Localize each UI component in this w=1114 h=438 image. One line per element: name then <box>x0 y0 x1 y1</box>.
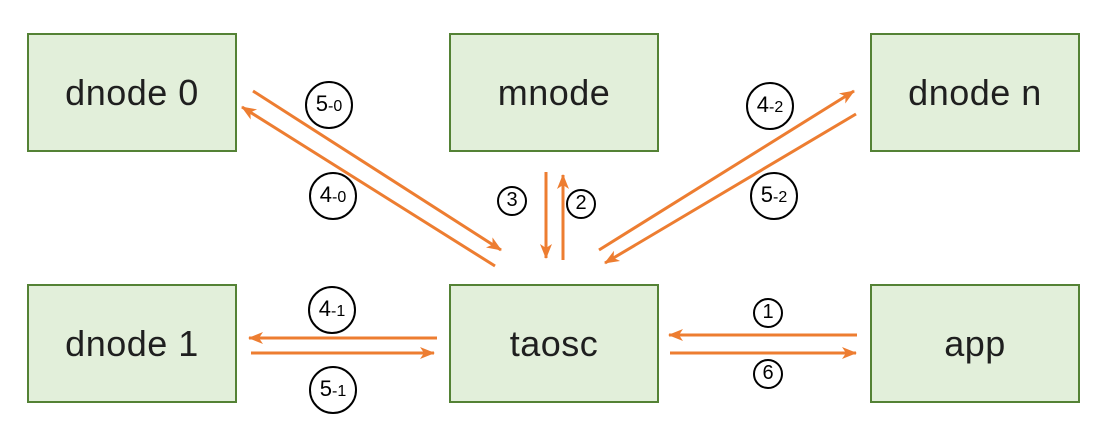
node-dnoden: dnode n <box>870 33 1080 152</box>
edge-label-2: 2 <box>566 189 596 219</box>
node-app: app <box>870 284 1080 403</box>
node-taosc-label: taosc <box>509 322 599 364</box>
node-dnoden-label: dnode n <box>908 71 1042 113</box>
edge-label-5-2: 5-2 <box>750 172 798 220</box>
node-dnode1-label: dnode 1 <box>65 322 199 364</box>
arrow-taosc-to-dnoden <box>598 89 855 252</box>
node-dnode1: dnode 1 <box>27 284 237 403</box>
node-dnode0-label: dnode 0 <box>65 71 199 113</box>
node-dnode0: dnode 0 <box>27 33 237 152</box>
edge-label-6: 6 <box>753 359 783 389</box>
edge-label-4-1: 4-1 <box>308 286 356 334</box>
arrow-taosc-to-dnode0 <box>241 105 496 268</box>
edge-label-1: 1 <box>753 298 783 328</box>
node-mnode: mnode <box>449 33 659 152</box>
node-taosc: taosc <box>449 284 659 403</box>
edge-label-5-1: 5-1 <box>309 366 357 414</box>
edge-label-4-2: 4-2 <box>746 82 794 130</box>
node-mnode-label: mnode <box>497 71 611 113</box>
edge-label-5-0: 5-0 <box>305 81 353 129</box>
edge-label-4-0: 4-0 <box>309 172 357 220</box>
arrow-dnoden-to-taosc <box>604 112 857 265</box>
node-app-label: app <box>944 322 1006 364</box>
edge-label-3: 3 <box>497 186 527 216</box>
arrow-dnode0-to-taosc <box>252 89 502 252</box>
